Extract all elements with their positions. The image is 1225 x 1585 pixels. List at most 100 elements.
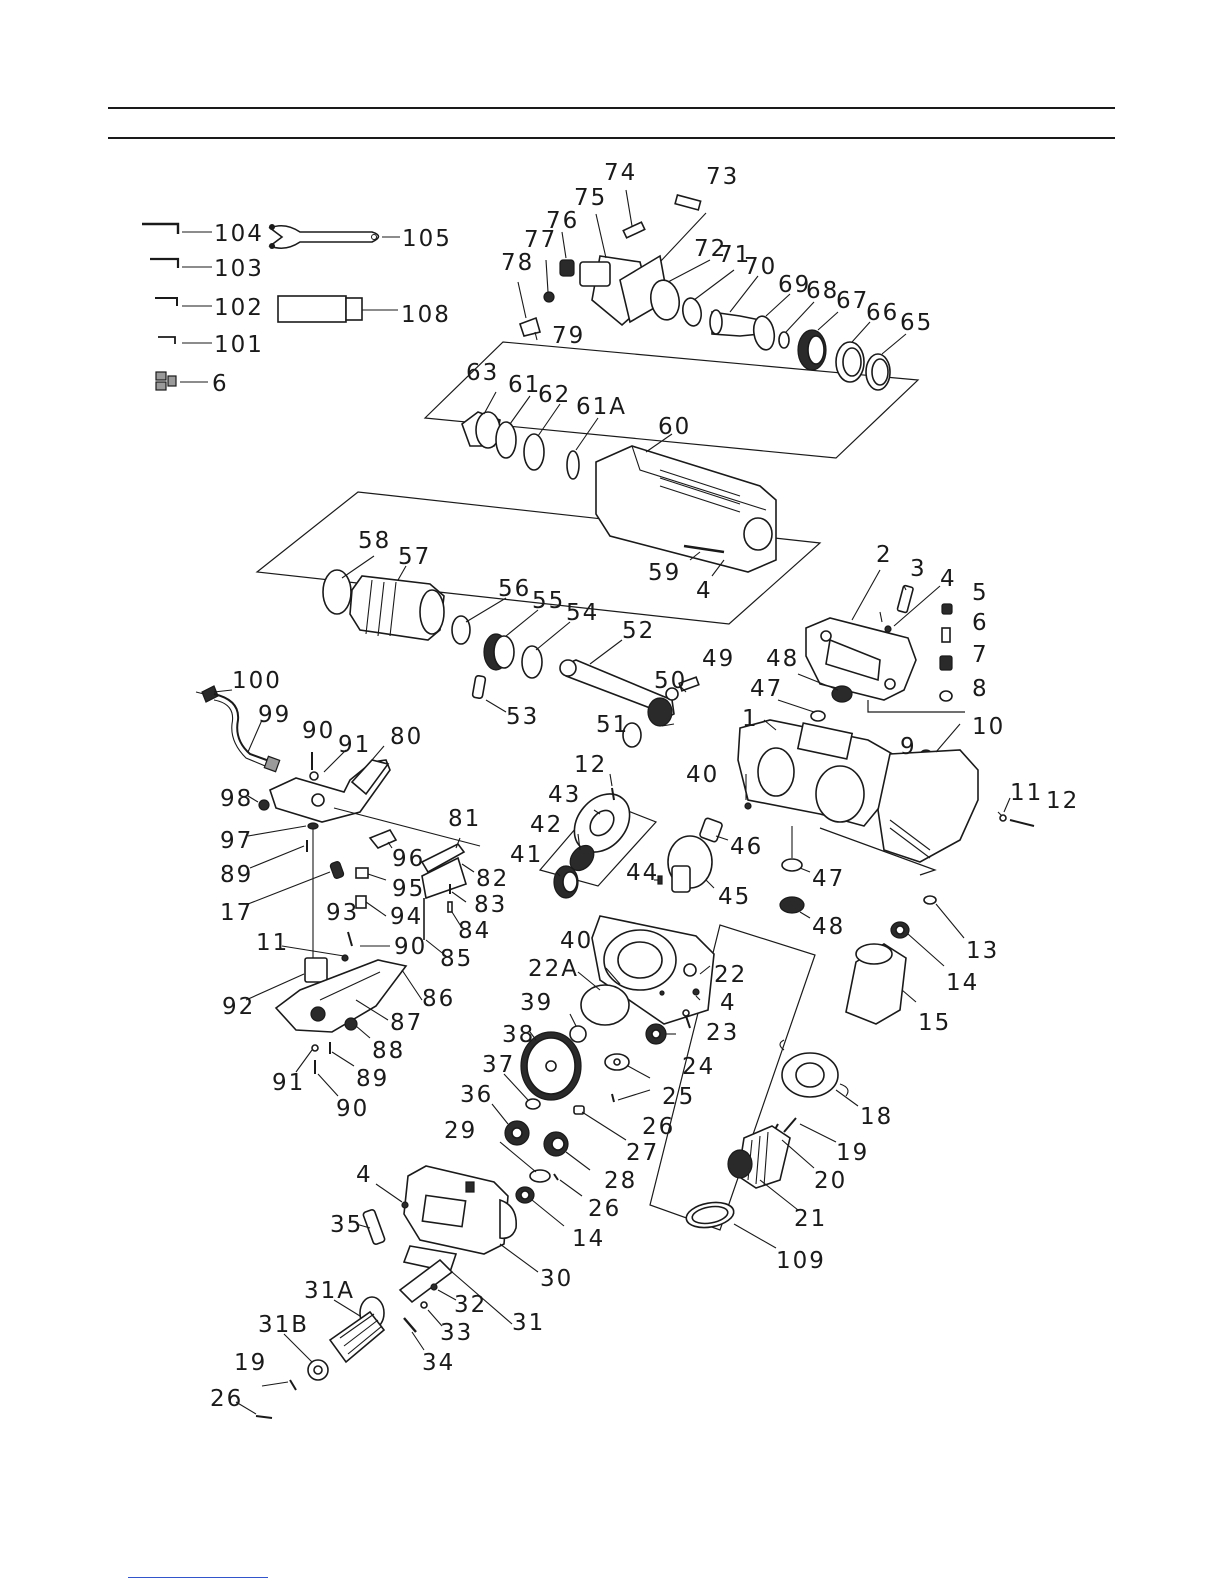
spanner-wrench-105 xyxy=(268,224,400,250)
callout-99: 99 xyxy=(258,702,291,728)
callout-98: 98 xyxy=(220,786,253,812)
footer-link-underline[interactable] xyxy=(128,1577,268,1578)
callout-60: 60 xyxy=(658,414,691,440)
callout-71: 71 xyxy=(718,242,751,268)
callout-14b: 14 xyxy=(946,970,979,996)
callout-68: 68 xyxy=(806,278,839,304)
callout-91: 91 xyxy=(338,732,371,758)
callout-58: 58 xyxy=(358,528,391,554)
callout-36: 36 xyxy=(460,1082,493,1108)
callout-34: 34 xyxy=(422,1350,455,1376)
callout-21: 21 xyxy=(794,1206,827,1232)
callout-75: 75 xyxy=(574,185,607,211)
callout-48b: 48 xyxy=(812,914,845,940)
callout-3: 3 xyxy=(910,556,927,582)
frame-piston-group xyxy=(255,491,822,625)
callout-79: 79 xyxy=(552,323,585,349)
callout-63: 63 xyxy=(466,360,499,386)
callout-90b: 90 xyxy=(394,934,427,960)
callout-20: 20 xyxy=(814,1168,847,1194)
callout-77: 77 xyxy=(524,227,557,253)
callout-6-brush: 6 xyxy=(972,610,989,636)
callout-4-cover: 4 xyxy=(940,566,957,592)
callout-31: 31 xyxy=(512,1310,545,1336)
callout-37: 37 xyxy=(482,1052,515,1078)
callout-72: 72 xyxy=(694,236,727,262)
callout-82: 82 xyxy=(476,866,509,892)
callout-5: 5 xyxy=(972,580,989,606)
callout-41: 41 xyxy=(510,842,543,868)
callout-46: 46 xyxy=(730,834,763,860)
allen-key-104 xyxy=(142,222,212,234)
callout-30: 30 xyxy=(540,1266,573,1292)
callout-14: 14 xyxy=(572,1226,605,1252)
header-rule-top xyxy=(108,107,1115,109)
callout-12b: 12 xyxy=(574,752,607,778)
callout-69: 69 xyxy=(778,272,811,298)
callout-108: 108 xyxy=(401,302,451,328)
callout-88: 88 xyxy=(372,1038,405,1064)
crankcase-group xyxy=(699,569,1035,919)
callout-100: 100 xyxy=(232,668,282,694)
allen-key-102 xyxy=(155,297,212,307)
frame-motor-link xyxy=(819,827,937,876)
callout-76: 76 xyxy=(546,208,579,234)
callout-80: 80 xyxy=(390,724,423,750)
callout-50: 50 xyxy=(654,668,687,694)
cylinder-sleeve-group xyxy=(461,391,777,577)
callout-66: 66 xyxy=(866,300,899,326)
callout-22: 22 xyxy=(714,962,747,988)
callout-103: 103 xyxy=(214,256,264,282)
callout-52: 52 xyxy=(622,618,655,644)
callout-17: 17 xyxy=(220,900,253,926)
callout-78: 78 xyxy=(501,250,534,276)
callout-49: 49 xyxy=(702,646,735,672)
header-rule-bottom xyxy=(108,137,1115,139)
callout-33: 33 xyxy=(440,1320,473,1346)
callout-105: 105 xyxy=(402,226,452,252)
allen-key-101 xyxy=(158,336,212,344)
callout-53: 53 xyxy=(506,704,539,730)
callout-13: 13 xyxy=(966,938,999,964)
callout-95: 95 xyxy=(392,876,425,902)
callout-84: 84 xyxy=(458,918,491,944)
callout-89b: 89 xyxy=(356,1066,389,1092)
callout-11b: 11 xyxy=(256,930,289,956)
cylinder-top-group xyxy=(517,189,907,391)
callout-81: 81 xyxy=(448,806,481,832)
callout-87: 87 xyxy=(390,1010,423,1036)
callout-48: 48 xyxy=(766,646,799,672)
callout-92: 92 xyxy=(222,994,255,1020)
callout-31A: 31A xyxy=(304,1278,355,1304)
callout-39: 39 xyxy=(520,990,553,1016)
callout-43: 43 xyxy=(548,782,581,808)
callout-4-gear: 4 xyxy=(720,990,737,1016)
callout-28: 28 xyxy=(604,1168,637,1194)
callout-47b: 47 xyxy=(812,866,845,892)
callout-90c: 90 xyxy=(336,1096,369,1122)
callout-7: 7 xyxy=(972,642,989,668)
callout-25: 25 xyxy=(662,1084,695,1110)
callout-40: 40 xyxy=(686,762,719,788)
callout-11: 11 xyxy=(1010,780,1043,806)
piston-group xyxy=(322,555,700,748)
callout-4: 4 xyxy=(696,578,713,604)
callout-10: 10 xyxy=(972,714,1005,740)
callout-45: 45 xyxy=(718,884,751,910)
callout-labels: 104 103 102 101 6 105 108 74 73 75 76 77… xyxy=(210,160,1077,1412)
callout-73: 73 xyxy=(706,164,739,190)
callout-23: 23 xyxy=(706,1020,739,1046)
callout-104: 104 xyxy=(214,221,264,247)
frame-cover-link xyxy=(867,700,965,713)
callout-38: 38 xyxy=(502,1022,535,1048)
callout-70: 70 xyxy=(744,254,777,280)
callout-27: 27 xyxy=(626,1140,659,1166)
callout-91b: 91 xyxy=(272,1070,305,1096)
callout-9: 9 xyxy=(900,734,917,760)
frame-cylinder-group xyxy=(423,341,920,459)
callout-86: 86 xyxy=(422,986,455,1012)
callout-83: 83 xyxy=(474,892,507,918)
callout-26: 26 xyxy=(642,1114,675,1140)
handle-switch-group xyxy=(195,685,481,1097)
